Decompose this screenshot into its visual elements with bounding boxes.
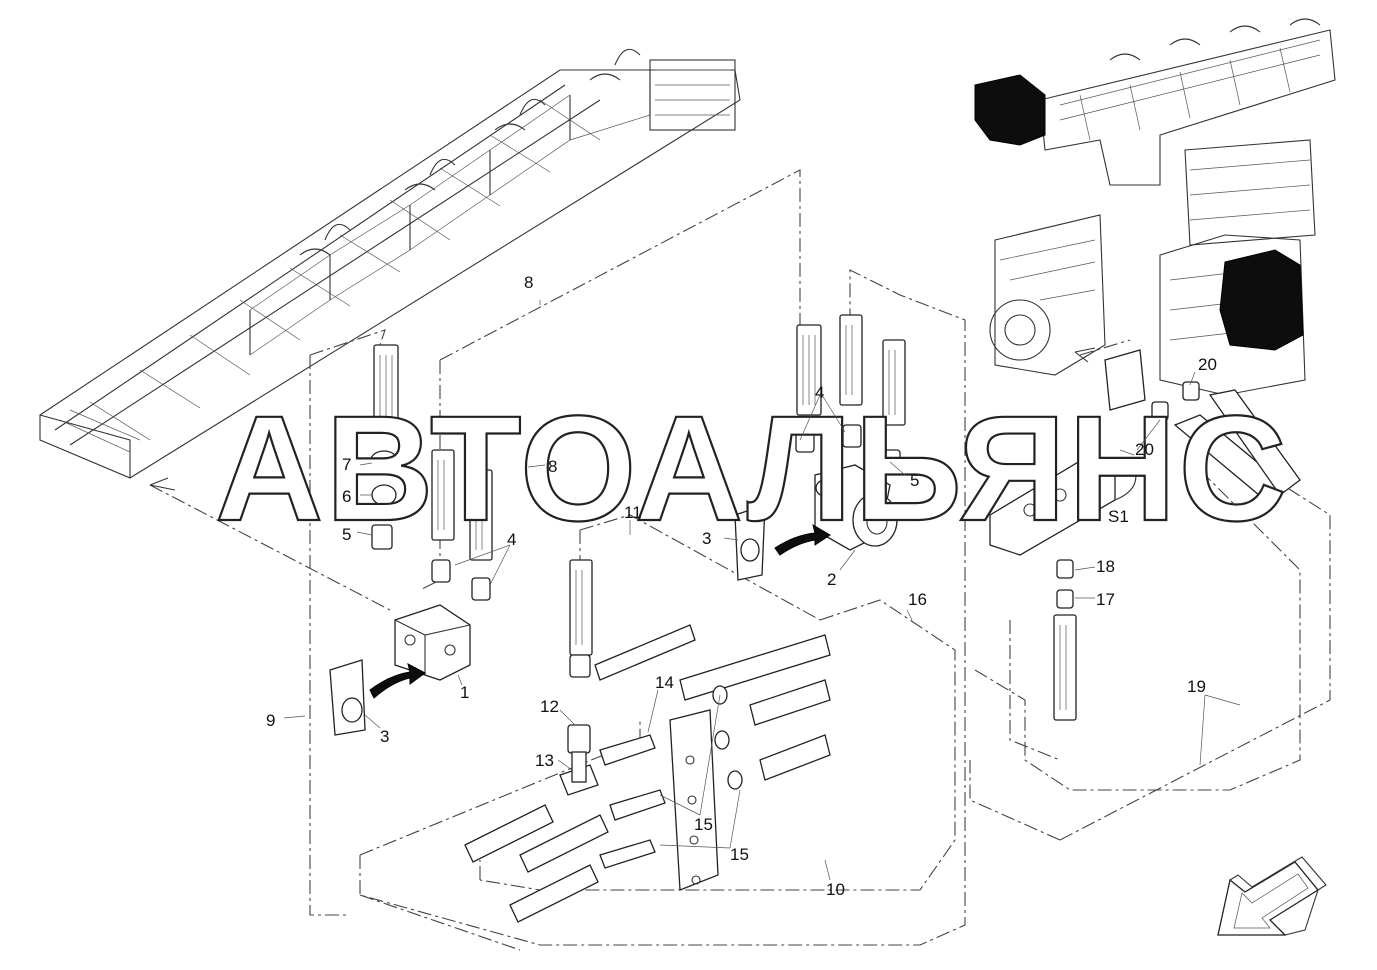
callout-20: 20 [1198,355,1217,374]
arrow-s1 [1114,469,1137,501]
callout-5: 5 [342,525,351,544]
valve-block-2 [795,314,906,551]
arrow-to-valve-2 [774,523,831,556]
callout-15: 15 [694,815,713,834]
callout-5: 5 [910,471,919,490]
callout-19: 19 [1187,677,1206,696]
arrow-to-pump [1074,347,1096,363]
drive-motor-right [1219,249,1304,351]
watermark: АВТОАЛЬЯНС [215,384,1289,552]
pump-assembly [989,139,1316,396]
hoses-bottom [464,559,831,923]
leader-lines [283,300,1241,881]
hoses-left [370,344,493,601]
connection-lines [149,169,1331,951]
callout-3: 3 [702,529,711,548]
arrow-left [149,477,176,491]
manifold-right [989,349,1301,721]
idler-rollers [299,48,641,256]
callout-6: 6 [342,487,351,506]
arrows [149,347,1137,699]
callout-20: 20 [1135,440,1154,459]
callout-1: 1 [460,683,469,702]
callout-10: 10 [826,880,845,899]
callout-16: 16 [908,590,927,609]
callout-12: 12 [540,697,559,716]
callout-17: 17 [1096,590,1115,609]
callout-8: 8 [548,457,557,476]
callout-S1: S1 [1108,507,1129,526]
callout-15: 15 [730,845,749,864]
callout-7: 7 [342,455,351,474]
callout-4: 4 [507,530,516,549]
callout-18: 18 [1096,557,1115,576]
callout-2: 2 [827,570,836,589]
callout-3: 3 [380,727,389,746]
brackets [329,504,766,736]
callout-11: 11 [624,503,642,522]
arrow-to-valve-1 [369,663,426,699]
conveyor-upper-right [974,18,1336,186]
callout-8: 8 [524,273,533,292]
conveyor-frame [39,48,741,479]
drive-motor-top [974,74,1046,146]
callouts: 8 8 7 6 5 4 4 5 11 3 2 16 1 9 3 12 13 14… [266,273,1217,899]
callout-14: 14 [655,673,674,692]
callout-13: 13 [535,751,554,770]
callout-4: 4 [815,383,824,402]
callout-9: 9 [266,711,275,730]
orientation-arrow-icon [1217,856,1327,936]
valve-block-1 [394,604,471,681]
